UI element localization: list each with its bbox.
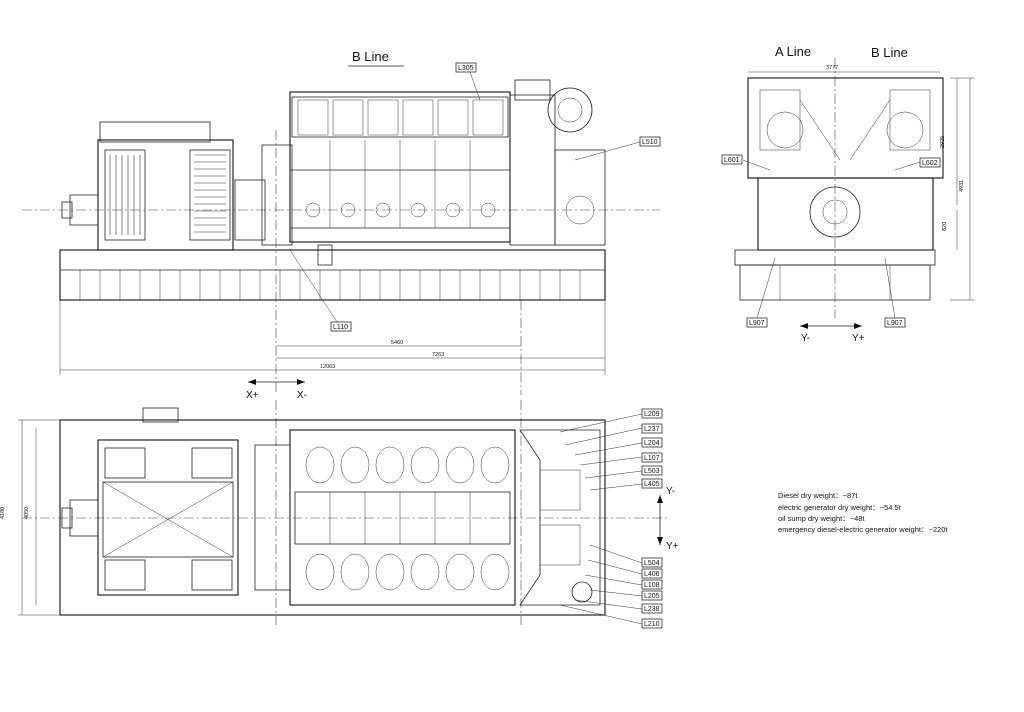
dim-7263: 7263 <box>432 352 444 358</box>
plan-view: 4180 4050 L209 L237 L204 L107 L503 L405 <box>0 400 679 629</box>
side-elevation-view: B Line <box>22 49 661 401</box>
end-y-axis-indicator: Y- Y+ <box>800 323 865 344</box>
dim-4050: 4050 <box>24 507 30 519</box>
callout-L205-label: L205 <box>644 593 660 600</box>
callout-L110: L110 <box>289 249 352 332</box>
plan-base-frame <box>59 419 606 616</box>
callout-L305-label: L305 <box>458 65 474 72</box>
plan-y-minus-label: Y- <box>666 486 675 497</box>
callout-L510: L510 <box>574 136 661 161</box>
end-view-crankcase <box>757 177 934 251</box>
x-plus-label: X+ <box>246 390 259 401</box>
generator <box>61 121 266 251</box>
end-view-title-b: B Line <box>871 45 908 60</box>
plan-top-stub <box>142 407 179 423</box>
callout-L907-right: L907 <box>884 257 906 328</box>
callout-L238-label: L238 <box>644 606 660 613</box>
dim-4931: 4931 <box>959 180 965 192</box>
end-y-plus-label: Y+ <box>852 333 865 344</box>
note-generator-weight: electric generator dry weight：~54.5t <box>778 503 902 512</box>
dim-3777: 3777 <box>826 65 838 71</box>
diesel-engine <box>261 79 606 266</box>
note-emergency-weight: emergency diesel-electric generator weig… <box>778 525 948 534</box>
callout-L107-label: L107 <box>644 455 660 462</box>
base-frame-ribs <box>79 270 581 300</box>
callout-L601: L601 <box>721 154 771 171</box>
callout-L503-label: L503 <box>644 468 660 475</box>
callout-L209-label: L209 <box>644 411 660 418</box>
callout-L108-label: L108 <box>644 582 660 589</box>
end-view-engine-top <box>747 77 944 179</box>
callout-L210-label: L210 <box>644 621 660 628</box>
callout-L406-label: L406 <box>644 571 660 578</box>
base-frame <box>59 249 606 301</box>
plan-dimensions: 4180 4050 <box>0 419 60 616</box>
callout-L405-label: L405 <box>644 481 660 488</box>
dim-12063: 12063 <box>320 364 335 370</box>
end-y-minus-label: Y- <box>801 333 810 344</box>
callout-L510-label: L510 <box>642 139 658 146</box>
callout-L907-left: L907 <box>746 257 776 328</box>
end-elevation-view: A Line B Line 3777 2925 4931 820 L601 <box>721 44 975 344</box>
callout-L237-label: L237 <box>644 426 660 433</box>
end-view-title-a: A Line <box>775 44 811 59</box>
plan-engine <box>254 429 601 606</box>
x-minus-label: X- <box>297 390 307 401</box>
side-view-title: B Line <box>352 49 389 64</box>
side-dimensions: 5460 7263 12063 <box>59 300 606 375</box>
plan-y-axis-indicator: Y- Y+ <box>657 486 679 552</box>
callout-L907-right-label: L907 <box>887 320 903 327</box>
callout-L601-label: L601 <box>724 157 740 164</box>
callout-L602-label: L602 <box>922 160 938 167</box>
callout-L110-label: L110 <box>333 324 348 331</box>
x-axis-indicator: X+ X- <box>246 379 307 401</box>
plan-callouts: L209 L237 L204 L107 L503 L405 L504 L406 <box>559 408 663 629</box>
callout-L907-left-label: L907 <box>749 320 765 327</box>
callout-L602: L602 <box>894 157 941 171</box>
note-diesel-weight: Diesel dry weight：~87t <box>778 491 858 500</box>
dim-4180: 4180 <box>0 507 6 519</box>
dim-2925: 2925 <box>940 136 946 148</box>
dim-5460: 5460 <box>391 340 403 346</box>
end-view-heads <box>759 89 931 161</box>
dim-820: 820 <box>942 222 948 231</box>
plan-y-plus-label: Y+ <box>666 541 679 552</box>
callout-L305: L305 <box>455 62 481 101</box>
callout-L204-label: L204 <box>644 440 660 447</box>
plan-generator <box>61 439 239 596</box>
note-oil-sump-weight: oil sump dry weight：~48t <box>778 514 865 523</box>
weight-notes: Diesel dry weight：~87t electric generato… <box>778 491 948 534</box>
callout-L504-label: L504 <box>644 560 660 567</box>
